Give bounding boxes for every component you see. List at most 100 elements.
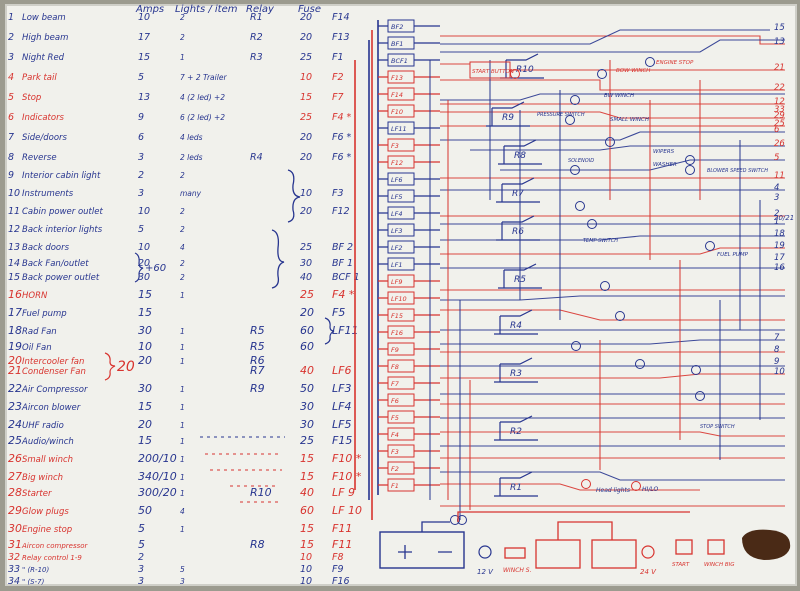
wire	[440, 309, 785, 321]
circled-marker	[570, 95, 580, 105]
right-edge-number: 2	[774, 209, 779, 219]
row-lights: 2	[180, 273, 185, 282]
right-edge-labels: 1513212212332925626511432120/21181917167…	[774, 23, 794, 377]
circled-marker	[645, 57, 655, 67]
battery-24v-b	[591, 539, 637, 569]
fuse-label: LF2	[391, 244, 403, 252]
battery-section: 12 V WINCH S. 24 V START WINCH BIG	[379, 511, 791, 576]
bracket-18-19	[324, 317, 335, 345]
circled-marker	[587, 219, 597, 229]
row-lights: 1	[180, 357, 185, 366]
row-amps: 5	[138, 72, 144, 83]
relay-label: R1	[510, 483, 522, 493]
battery-24v-link	[457, 511, 690, 540]
relay-symbol	[494, 357, 538, 383]
head-lights-label: Head lights	[596, 487, 630, 494]
row-relay: R5	[250, 324, 265, 337]
row-fuse: 25	[300, 112, 312, 123]
row-fuse-id: F11	[332, 538, 352, 551]
row-name: Back Fan/outlet	[22, 259, 89, 269]
row-name: UHF radio	[22, 421, 64, 431]
blower-speed-label: BLOWER SPEED SWITCH	[707, 168, 768, 174]
row-fuse: 25	[300, 52, 312, 63]
right-edge-number: 4	[774, 183, 779, 193]
row-fuse-id: F6 *	[332, 132, 352, 143]
right-edge-number: 33	[774, 105, 785, 115]
row-lights: 1	[180, 291, 185, 300]
dash-leaders	[200, 436, 285, 503]
wire	[609, 60, 701, 260]
row-num: 34	[8, 576, 20, 587]
row-fuse-id: BF 1	[332, 258, 353, 269]
row-lights: 4	[180, 507, 185, 516]
main-switch-24v-icon	[641, 545, 655, 559]
right-edge-number: 18	[774, 229, 785, 239]
row-amps: 17	[138, 32, 150, 43]
row-name: Small winch	[22, 455, 73, 465]
relay-label: R6	[512, 227, 524, 237]
row-name: Back power outlet	[22, 273, 100, 283]
row-lights: 7 + 2 Trailer	[180, 73, 227, 82]
relay-symbol	[494, 471, 538, 497]
label-winch-big: WINCH BIG	[704, 562, 735, 568]
row-fuse-id: F2	[332, 72, 344, 83]
row-amps: 15	[138, 306, 152, 319]
right-edge-number: 19	[774, 241, 785, 251]
row-num: 25	[8, 434, 22, 447]
fuse-label: LF10	[391, 295, 407, 303]
wire	[599, 260, 681, 470]
fuse-label: F16	[391, 329, 403, 337]
wire	[500, 159, 785, 171]
row-name: Rad Fan	[22, 327, 57, 337]
right-edge-number: 26	[774, 139, 785, 149]
row-lights: 1	[180, 403, 185, 412]
row-lights: 2 leds	[180, 153, 203, 162]
row-amps: 2	[138, 170, 144, 181]
start-button: START BUTTON	[469, 61, 514, 79]
row-num: 11	[8, 206, 20, 217]
row-num: 20	[8, 354, 22, 367]
circled-marker	[691, 365, 701, 375]
whiteboard-surface	[5, 4, 797, 586]
wire	[440, 339, 785, 345]
row-fuse: 50	[300, 382, 314, 395]
row-num: 31	[8, 538, 22, 551]
row-amps: 340/10	[138, 470, 177, 483]
circled-marker	[510, 69, 520, 79]
row-fuse-id: F10 *	[332, 452, 362, 465]
row-num: 2	[8, 32, 14, 43]
row-fuse-id: LF 9	[332, 486, 355, 499]
row-fuse: 10	[300, 72, 312, 83]
relay-symbol	[498, 139, 542, 165]
row-fuse: 60	[300, 324, 314, 337]
row-fuse: 20	[300, 32, 312, 43]
row-num: 26	[8, 452, 22, 465]
circled-marker	[597, 69, 607, 79]
fuse-label: F3	[391, 448, 399, 456]
right-edge-number: 22	[774, 83, 785, 93]
row-fuse: 25	[300, 288, 314, 301]
row-amps: 2	[138, 552, 144, 563]
circled-markers	[450, 57, 715, 525]
row-fuse-id: F4 *	[332, 288, 355, 301]
row-amps: 20	[138, 258, 150, 269]
row-name: Engine stop	[22, 525, 72, 535]
row-relay: R2	[250, 32, 263, 43]
relay-label: R3	[510, 369, 522, 379]
fuse-label: BF2	[391, 23, 403, 31]
row-lights: 1	[180, 455, 185, 464]
row-name: Starter	[22, 489, 52, 499]
row-fuse: 60	[300, 340, 314, 353]
row-amps: 10	[138, 12, 150, 23]
row-fuse: 15	[300, 470, 314, 483]
right-edge-number: 29	[774, 111, 785, 121]
row-fuse: 40	[300, 364, 314, 377]
row-name: Big winch	[22, 473, 63, 483]
wire	[429, 60, 461, 520]
row-fuse: 15	[300, 92, 312, 103]
row-amps: 15	[138, 434, 152, 447]
fuse-label: LF6	[391, 176, 403, 184]
row-num: 4	[8, 72, 14, 83]
right-edge-number: 5	[774, 153, 779, 163]
row-relay: R4	[250, 152, 263, 163]
